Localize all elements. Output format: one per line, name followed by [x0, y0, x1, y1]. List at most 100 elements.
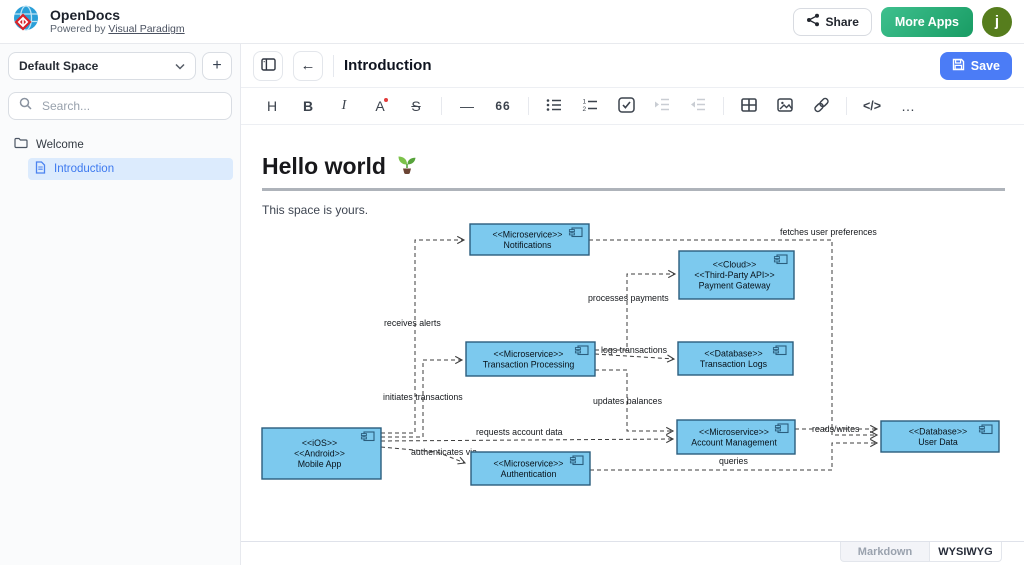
svg-text:initiates transactions: initiates transactions	[383, 392, 463, 402]
svg-text:<<iOS>>: <<iOS>>	[302, 438, 337, 448]
bullet-list-icon	[546, 98, 562, 115]
opendocs-logo-icon	[10, 3, 42, 40]
header-divider	[333, 54, 334, 77]
svg-text:Transaction Processing: Transaction Processing	[483, 359, 575, 369]
svg-text:Mobile App: Mobile App	[298, 459, 342, 469]
diagram-node-transaction-logs: <<Database>>Transaction Logs	[677, 341, 794, 376]
editor-panel: ← Introduction Save H B I A S — 66	[241, 44, 1024, 565]
tab-markdown[interactable]: Markdown	[840, 542, 930, 562]
svg-text:<<Microservice>>: <<Microservice>>	[494, 349, 564, 359]
table-button[interactable]	[735, 93, 763, 119]
back-arrow-icon: ←	[300, 57, 316, 74]
italic-button[interactable]: I	[330, 93, 358, 119]
svg-text:updates balances: updates balances	[593, 396, 663, 406]
page-tree: Welcome Introduction	[8, 134, 233, 180]
task-list-button[interactable]	[612, 93, 640, 119]
document-heading: Hello world	[262, 151, 1024, 181]
sidebar-item-welcome[interactable]: Welcome	[8, 134, 232, 155]
save-icon	[952, 58, 965, 74]
svg-text:2: 2	[583, 106, 587, 112]
toggle-sidebar-button[interactable]	[253, 50, 283, 81]
svg-text:requests account data: requests account data	[476, 427, 563, 437]
svg-text:processes payments: processes payments	[588, 293, 669, 303]
folder-icon	[14, 137, 28, 152]
diagram-node-user-data: <<Database>>User Data	[880, 420, 1000, 453]
diagram-node-account-management: <<Microservice>>Account Management	[676, 419, 796, 455]
code-block-button[interactable]: </>	[858, 93, 886, 119]
add-page-button[interactable]: +	[202, 52, 232, 80]
svg-text:User Data: User Data	[918, 437, 958, 447]
more-apps-button[interactable]: More Apps	[880, 6, 973, 37]
toolbar-divider	[528, 97, 529, 115]
svg-text:<<Microservice>>: <<Microservice>>	[493, 229, 563, 239]
svg-text:queries: queries	[719, 456, 748, 466]
image-icon	[777, 97, 793, 115]
diagram-node-notifications: <<Microservice>>Notifications	[469, 223, 590, 256]
powered-by: Powered by Visual Paradigm	[50, 23, 185, 35]
page-title: Introduction	[344, 57, 432, 74]
svg-text:<<Cloud>>: <<Cloud>>	[713, 260, 757, 270]
svg-text:1: 1	[583, 98, 587, 105]
svg-text:logs transactions: logs transactions	[601, 345, 668, 355]
svg-text:Account Management: Account Management	[691, 437, 777, 447]
share-button[interactable]: Share	[792, 7, 872, 36]
back-button[interactable]: ←	[293, 50, 323, 81]
color-dot-icon	[384, 98, 388, 102]
indent-icon	[654, 98, 670, 114]
visual-paradigm-link[interactable]: Visual Paradigm	[108, 23, 185, 35]
outdent-icon	[690, 98, 706, 114]
image-button[interactable]	[771, 93, 799, 119]
svg-text:<<Microservice>>: <<Microservice>>	[494, 458, 564, 468]
sidebar: Default Space + Welcome	[0, 44, 241, 565]
editor-content[interactable]: Hello world This space is yours. receive…	[241, 125, 1024, 541]
diagram-node-transaction-processing: <<Microservice>>Transaction Processing	[465, 341, 596, 377]
share-icon	[806, 13, 820, 30]
heading-button[interactable]: H	[258, 93, 286, 119]
space-selector[interactable]: Default Space	[8, 52, 196, 80]
outdent-button[interactable]	[684, 93, 712, 119]
tab-wysiwyg[interactable]: WYSIWYG	[930, 542, 1002, 562]
font-color-button[interactable]: A	[366, 93, 394, 119]
search-box[interactable]	[8, 92, 232, 120]
svg-text:<<Database>>: <<Database>>	[704, 348, 762, 358]
horizontal-rule-button[interactable]: —	[453, 93, 481, 119]
svg-text:Notifications: Notifications	[504, 240, 553, 250]
svg-text:Payment Gateway: Payment Gateway	[699, 281, 771, 291]
chevron-down-icon	[175, 57, 185, 75]
svg-text:Authentication: Authentication	[501, 469, 557, 479]
link-button[interactable]	[807, 93, 835, 119]
strikethrough-button[interactable]: S	[402, 93, 430, 119]
search-input[interactable]	[40, 98, 221, 114]
user-avatar[interactable]: j	[982, 6, 1012, 37]
link-icon	[813, 97, 830, 116]
bold-button[interactable]: B	[294, 93, 322, 119]
svg-text:<<Third-Party API>>: <<Third-Party API>>	[694, 270, 774, 280]
toolbar-divider	[723, 97, 724, 115]
save-button[interactable]: Save	[939, 51, 1012, 80]
more-options-button[interactable]: …	[894, 93, 922, 119]
svg-text:<<Android>>: <<Android>>	[294, 449, 345, 459]
diagram-node-mobile-app: <<iOS>><<Android>>Mobile App	[261, 427, 382, 480]
sidebar-item-introduction[interactable]: Introduction	[28, 158, 233, 180]
heading-rule	[262, 188, 1005, 191]
toolbar-divider	[846, 97, 847, 115]
panel-layout-icon	[260, 57, 276, 74]
top-header: OpenDocs Powered by Visual Paradigm Shar…	[0, 0, 1024, 44]
blockquote-button[interactable]: 66	[489, 93, 517, 119]
toolbar-divider	[441, 97, 442, 115]
svg-text:fetches user preferences: fetches user preferences	[780, 227, 877, 237]
brand: OpenDocs Powered by Visual Paradigm	[10, 3, 185, 40]
indent-button[interactable]	[648, 93, 676, 119]
table-icon	[741, 97, 757, 115]
app-title: OpenDocs	[50, 7, 121, 23]
svg-text:<<Database>>: <<Database>>	[909, 426, 967, 436]
document-icon	[35, 161, 46, 177]
seedling-emoji	[395, 151, 419, 181]
bullet-list-button[interactable]	[540, 93, 568, 119]
